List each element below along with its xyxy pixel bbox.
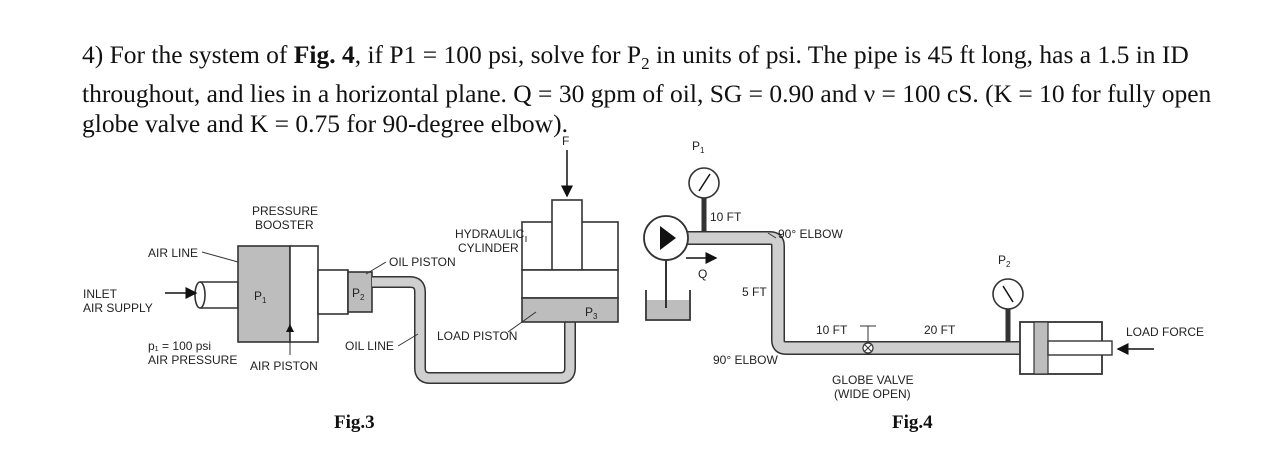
fig4-caption: Fig.4 xyxy=(892,412,933,433)
problem-text-1: , if P1 = 100 psi, solve for P xyxy=(354,40,642,69)
pressure-booster-air-chamber xyxy=(237,245,291,343)
oil-piston-label: OIL PISTON xyxy=(389,255,456,269)
p2-gauge-label: P2 xyxy=(998,253,1011,269)
reservoir xyxy=(645,290,691,321)
pipe-inner xyxy=(682,232,1020,354)
fig3-diagram: PRESSURE BOOSTER HYDRAULIC CYLINDER AIR … xyxy=(83,134,619,433)
pipe-outer xyxy=(682,231,1020,355)
load-piston xyxy=(521,269,619,299)
piston-rod xyxy=(317,269,349,315)
oil-line-label: OIL LINE xyxy=(345,339,394,353)
flow-q-label: Q xyxy=(698,267,707,281)
p1-gauge-label: P1 xyxy=(692,139,705,155)
inlet-label-2: AIR SUPPLY xyxy=(83,301,153,315)
problem-intro: For the system of xyxy=(109,40,288,69)
p1-air-pressure-label-2: AIR PRESSURE xyxy=(148,353,237,367)
hydraulic-cylinder-label-2: CYLINDER xyxy=(458,241,519,255)
cylinder-rod xyxy=(551,199,583,271)
len-5ft-label: 5 FT xyxy=(742,285,767,299)
air-line-label: AIR LINE xyxy=(148,246,198,260)
globe-valve-label-2: (WIDE OPEN) xyxy=(834,387,911,401)
load-force-label: LOAD FORCE xyxy=(1126,325,1204,339)
fig3-caption: Fig.3 xyxy=(334,412,375,433)
p3-label: P3 xyxy=(585,305,598,321)
pressure-booster-label-2: BOOSTER xyxy=(255,218,314,232)
load-piston-label: LOAD PISTON xyxy=(437,329,517,343)
oil-chamber xyxy=(521,297,619,323)
problem-number: 4) xyxy=(82,40,104,69)
problem-statement: 4) For the system of Fig. 4, if P1 = 100… xyxy=(82,40,1222,139)
air-piston xyxy=(289,245,319,343)
len-10ft-top: 10 FT xyxy=(710,210,742,224)
pressure-booster-label-1: PRESSURE xyxy=(252,204,318,218)
hydraulic-cylinder-label-1: HYDRAULIC xyxy=(455,227,525,241)
figure-reference: Fig. 4 xyxy=(293,40,355,69)
air-piston-label: AIR PISTON xyxy=(250,359,318,373)
p2-label: P2 xyxy=(352,286,365,302)
elbow-bottom-label: 90° ELBOW xyxy=(713,353,778,367)
p1-air-pressure-label-1: p₁ = 100 psi xyxy=(148,339,211,353)
fig4-diagram: P1 P2 10 FT 90° ELBOW Q 5 FT 10 FT 20 FT… xyxy=(643,139,1204,433)
problem-text-2: in units of psi. The pipe is 45 ft long,… xyxy=(82,40,1212,139)
load-rod xyxy=(1047,340,1113,356)
len-10ft-bottom: 10 FT xyxy=(816,323,848,337)
globe-valve-label-1: GLOBE VALVE xyxy=(832,373,914,387)
elbow-top-label: 90° ELBOW xyxy=(778,227,843,241)
oil-piston-chamber xyxy=(347,271,373,313)
inlet-label-1: INLET xyxy=(83,287,118,301)
len-20ft-label: 20 FT xyxy=(924,323,956,337)
p2-subscript: 2 xyxy=(641,54,650,74)
p1-label: P1 xyxy=(254,289,267,305)
force-label: F xyxy=(562,134,569,148)
